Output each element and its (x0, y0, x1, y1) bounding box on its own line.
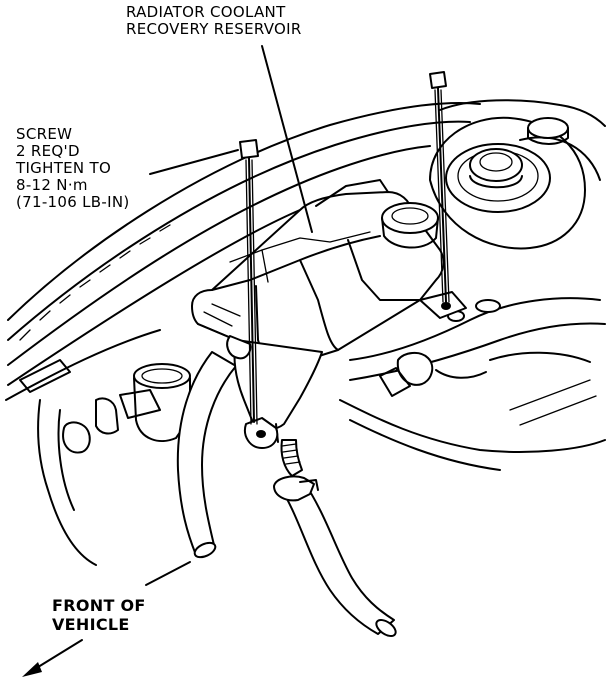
reservoir-label-line-1: RADIATOR COOLANT (126, 3, 286, 21)
screw-label-line-1: SCREW (16, 125, 73, 143)
front-of-vehicle-label: FRONT OF VEHICLE (52, 596, 146, 634)
screw-label-line-5: (71-106 LB-IN) (16, 193, 130, 211)
fender-panel (5, 101, 481, 566)
shock-tower (429, 99, 606, 250)
reservoir-label: RADIATOR COOLANT RECOVERY RESERVOIR (126, 4, 302, 38)
reservoir-label-line-2: RECOVERY RESERVOIR (126, 20, 302, 38)
screw-label-line-2: 2 REQ'D (16, 142, 80, 160)
screw-label: SCREW 2 REQ'D TIGHTEN TO 8-12 N·m (71-10… (16, 126, 130, 211)
coolant-reservoir (191, 179, 467, 449)
screw-label-line-3: TIGHTEN TO (16, 159, 112, 177)
right-hardware (339, 297, 606, 471)
overflow-hose (176, 351, 237, 559)
filler-neck (133, 363, 191, 442)
screw-left (239, 139, 259, 425)
front-arrow (22, 639, 83, 677)
leader-lines (145, 45, 313, 586)
screw-right (429, 71, 450, 303)
left-bracket (62, 389, 161, 454)
front-label-line-1: FRONT OF (52, 596, 146, 615)
reservoir-hose (273, 439, 397, 637)
screw-label-line-4: 8-12 N·m (16, 176, 88, 194)
front-label-line-2: VEHICLE (52, 615, 130, 634)
